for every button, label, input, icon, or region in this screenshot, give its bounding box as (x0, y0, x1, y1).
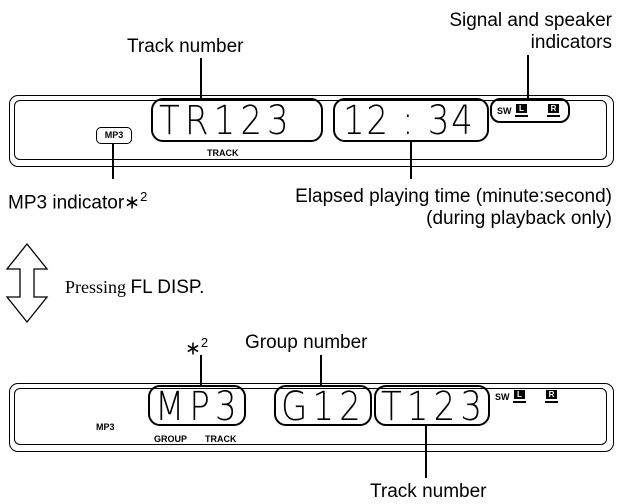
mp3-chars: MP3 (155, 384, 242, 430)
elapsed-time-segment: 12 : 34 (333, 98, 489, 142)
elapsed-time-label-line2: (during playback only) (426, 208, 612, 229)
pressing-text: Pressing (65, 277, 131, 297)
right-speaker-underline-bottom (545, 401, 558, 403)
mp3-segment: MP3 (148, 384, 246, 430)
mp3-footnote-leader (200, 355, 202, 387)
mp3-small-label: MP3 (96, 422, 115, 432)
signal-speaker-label-line2: indicators (530, 32, 612, 53)
bottom-fl-display (9, 383, 614, 452)
track-number-leader-bottom (425, 426, 427, 478)
group-number-leader (320, 355, 322, 387)
elapsed-time-chars: 12 : 34 (343, 98, 475, 144)
track-small-label-bottom: TRACK (205, 434, 237, 444)
elapsed-time-label-line1: Elapsed playing time (minute:second) (295, 186, 612, 207)
right-speaker-icon-bottom: R (546, 390, 557, 399)
track-number-chars: TR123 (159, 98, 294, 144)
group-number-segment: G12 (274, 384, 372, 430)
elapsed-time-leader (410, 142, 412, 179)
track-number-segment: TR123 (151, 98, 323, 142)
mp3-indicator-footnote: 2 (140, 189, 148, 204)
star-footnote: 2 (200, 335, 209, 350)
track-number-leader (200, 58, 202, 98)
track-number-label: Track number (127, 36, 244, 57)
group-number-chars: G12 (281, 384, 366, 430)
left-speaker-underline-bottom (513, 401, 526, 403)
track-small-label: TRACK (207, 148, 239, 158)
bottom-fl-display-inner (14, 388, 607, 445)
track-number-segment-bottom: T123 (374, 384, 490, 430)
fl-disp-button-name: FL DISP. (130, 277, 205, 298)
mp3-footnote-marker: ∗2 (185, 332, 208, 359)
signal-indicator-leader (527, 55, 529, 98)
sw-indicator-bottom: SW (495, 392, 510, 402)
sw-indicator: SW (497, 106, 512, 116)
left-speaker-icon-bottom: L (514, 390, 525, 399)
left-speaker-underline (515, 115, 528, 117)
track-number-chars-bottom: T123 (381, 384, 488, 430)
left-speaker-icon: L (516, 104, 527, 113)
top-fl-display-inner (14, 100, 607, 160)
group-number-label: Group number (245, 332, 368, 353)
right-speaker-underline (547, 115, 560, 117)
mp3-indicator-label-text: MP3 indicator∗ (8, 192, 141, 214)
mp3-indicator-leader (112, 143, 114, 179)
pressing-fl-disp-label: Pressing FL DISP. (65, 277, 204, 298)
mp3-indicator-badge: MP3 (96, 127, 132, 144)
top-fl-display (9, 95, 614, 167)
track-number-label-bottom: Track number (370, 481, 487, 502)
mp3-indicator-label: MP3 indicator∗2 (8, 186, 147, 213)
group-small-label: GROUP (154, 434, 188, 444)
signal-speaker-label-line1: Signal and speaker (449, 10, 612, 31)
right-speaker-icon: R (548, 104, 559, 113)
star-symbol: ∗ (185, 338, 201, 360)
signal-speaker-segment: SW L R (490, 98, 570, 123)
